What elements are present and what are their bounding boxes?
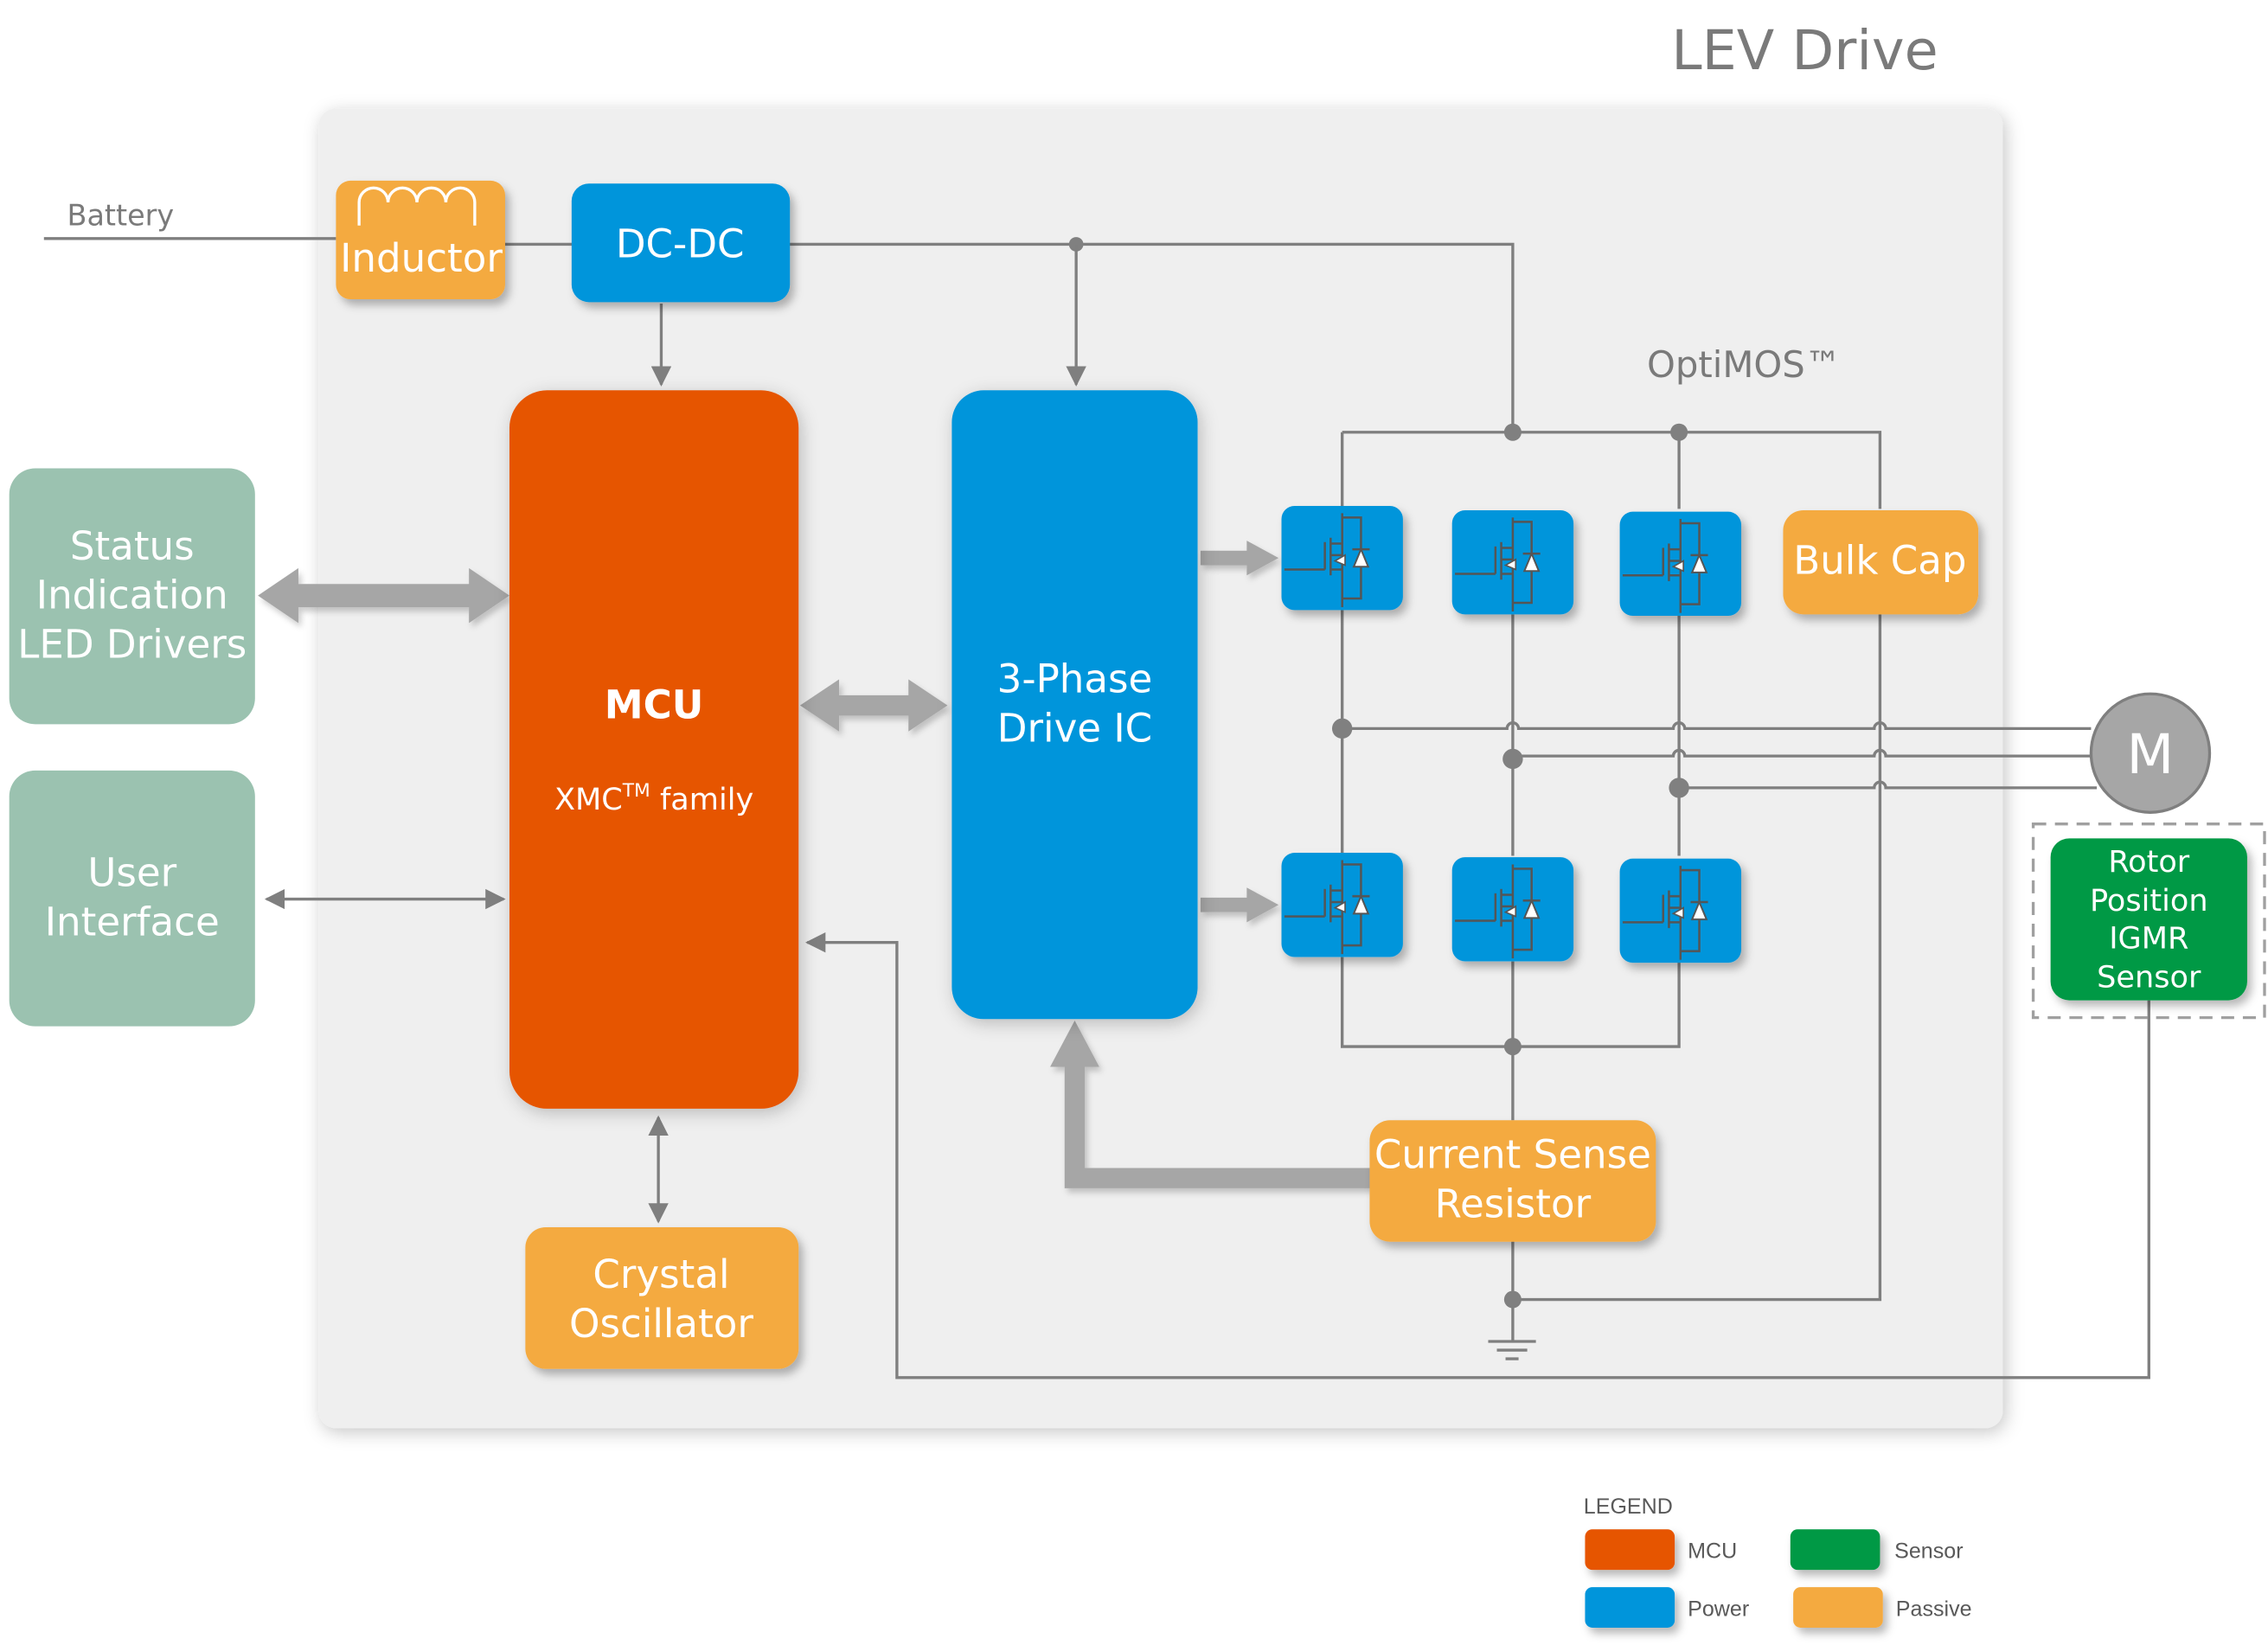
junction-dot bbox=[1502, 748, 1523, 770]
junction-dot bbox=[1670, 423, 1688, 441]
status-led-block: Status Indication LED Drivers bbox=[9, 468, 255, 725]
crystal-oscillator-block bbox=[525, 1226, 799, 1369]
bulk-cap-return-wire bbox=[1512, 614, 1882, 1302]
battery-label: Battery bbox=[67, 199, 175, 233]
mosfet-high-a bbox=[1280, 504, 1405, 611]
junction-dot bbox=[1669, 778, 1689, 798]
mosfet-high-b bbox=[1451, 509, 1575, 616]
status-mcu-bus-arrow bbox=[258, 567, 509, 624]
legend-label-power: Power bbox=[1688, 1597, 1749, 1622]
rotor-label-4: Sensor bbox=[2097, 960, 2201, 995]
optimos-label: OptiMOS™ bbox=[1647, 343, 1842, 386]
inductor-label: Inductor bbox=[340, 235, 503, 281]
crystal-label-2: Oscillator bbox=[569, 1301, 753, 1347]
current-sense-label-2: Resistor bbox=[1435, 1181, 1592, 1226]
mcu-family-label: XMCTM family bbox=[554, 780, 753, 817]
status-label-3: LED Drivers bbox=[17, 621, 247, 667]
current-sense-block bbox=[1369, 1120, 1656, 1242]
legend-label-sensor: Sensor bbox=[1894, 1539, 1963, 1564]
high-side-gate-arrow bbox=[1200, 541, 1279, 576]
mcu-driveic-bus-arrow bbox=[799, 679, 948, 732]
inductor-coil-icon bbox=[357, 186, 477, 226]
bulk-cap-block bbox=[1783, 509, 1979, 615]
rotor-label-3: IGMR bbox=[2109, 920, 2188, 956]
drive-ic-label-2: Drive IC bbox=[997, 705, 1152, 751]
mosfet-low-c bbox=[1618, 857, 1743, 964]
user-interface-block: User Interface bbox=[9, 770, 255, 1027]
drive-ic-block bbox=[951, 390, 1198, 1020]
sensor-dashed-outline bbox=[2031, 822, 2266, 1020]
rotor-label-1: Rotor bbox=[2108, 844, 2189, 880]
phase-b-wire bbox=[1512, 748, 2092, 758]
mcu-block bbox=[509, 390, 799, 1109]
motor-label: M bbox=[2127, 722, 2175, 786]
mcu-label: MCU bbox=[605, 682, 704, 728]
mosfet-low-b bbox=[1451, 855, 1575, 963]
drive-ic-label-1: 3-Phase bbox=[997, 656, 1153, 702]
junction-dot bbox=[1068, 237, 1084, 252]
rotor-sensor-block bbox=[2050, 838, 2247, 1001]
crystal-label-1: Crystal bbox=[593, 1251, 729, 1297]
legend-swatch-mcu bbox=[1585, 1529, 1675, 1571]
dcdc-rail-wire bbox=[788, 242, 1515, 432]
sensor-feedback-arrow bbox=[804, 932, 2150, 1379]
legend-swatch-passive bbox=[1793, 1587, 1883, 1628]
legend-swatch-power bbox=[1585, 1587, 1675, 1628]
legend-title: LEGEND bbox=[1584, 1495, 1673, 1519]
dcdc-block bbox=[571, 183, 791, 303]
current-sense-label-1: Current Sense bbox=[1374, 1131, 1651, 1177]
low-side-gate-arrow bbox=[1200, 887, 1279, 923]
junction-dot bbox=[1503, 1290, 1522, 1309]
motor-icon bbox=[2089, 692, 2212, 814]
legend-label-mcu: MCU bbox=[1688, 1539, 1737, 1564]
ui-label-2: Interface bbox=[45, 899, 220, 944]
inductor-block bbox=[336, 180, 505, 299]
bulk-cap-label: Bulk Cap bbox=[1793, 538, 1966, 584]
dcdc-label: DC-DC bbox=[616, 221, 745, 267]
mosfet-low-a bbox=[1280, 851, 1405, 958]
junction-dot bbox=[1503, 1038, 1522, 1056]
legend: LEGEND MCU Sensor Power Passive bbox=[1584, 1495, 1972, 1628]
mosfet-high-c bbox=[1618, 510, 1743, 618]
wires bbox=[43, 237, 2150, 1379]
ground-icon bbox=[1488, 1340, 1536, 1360]
status-label-1: Status bbox=[70, 523, 195, 569]
rotor-label-2: Position bbox=[2090, 883, 2208, 919]
junction-dot bbox=[1331, 718, 1353, 739]
current-sense-feedback-arrow bbox=[1050, 1020, 1372, 1188]
bus-arrows bbox=[258, 541, 1372, 1188]
legend-swatch-sensor bbox=[1790, 1529, 1880, 1571]
diagram-title: LEV Drive bbox=[1671, 18, 1938, 82]
status-label-2: Indication bbox=[36, 573, 228, 618]
legend-label-passive: Passive bbox=[1896, 1597, 1972, 1622]
ui-label-1: User bbox=[87, 850, 176, 896]
junction-dot bbox=[1503, 423, 1522, 441]
